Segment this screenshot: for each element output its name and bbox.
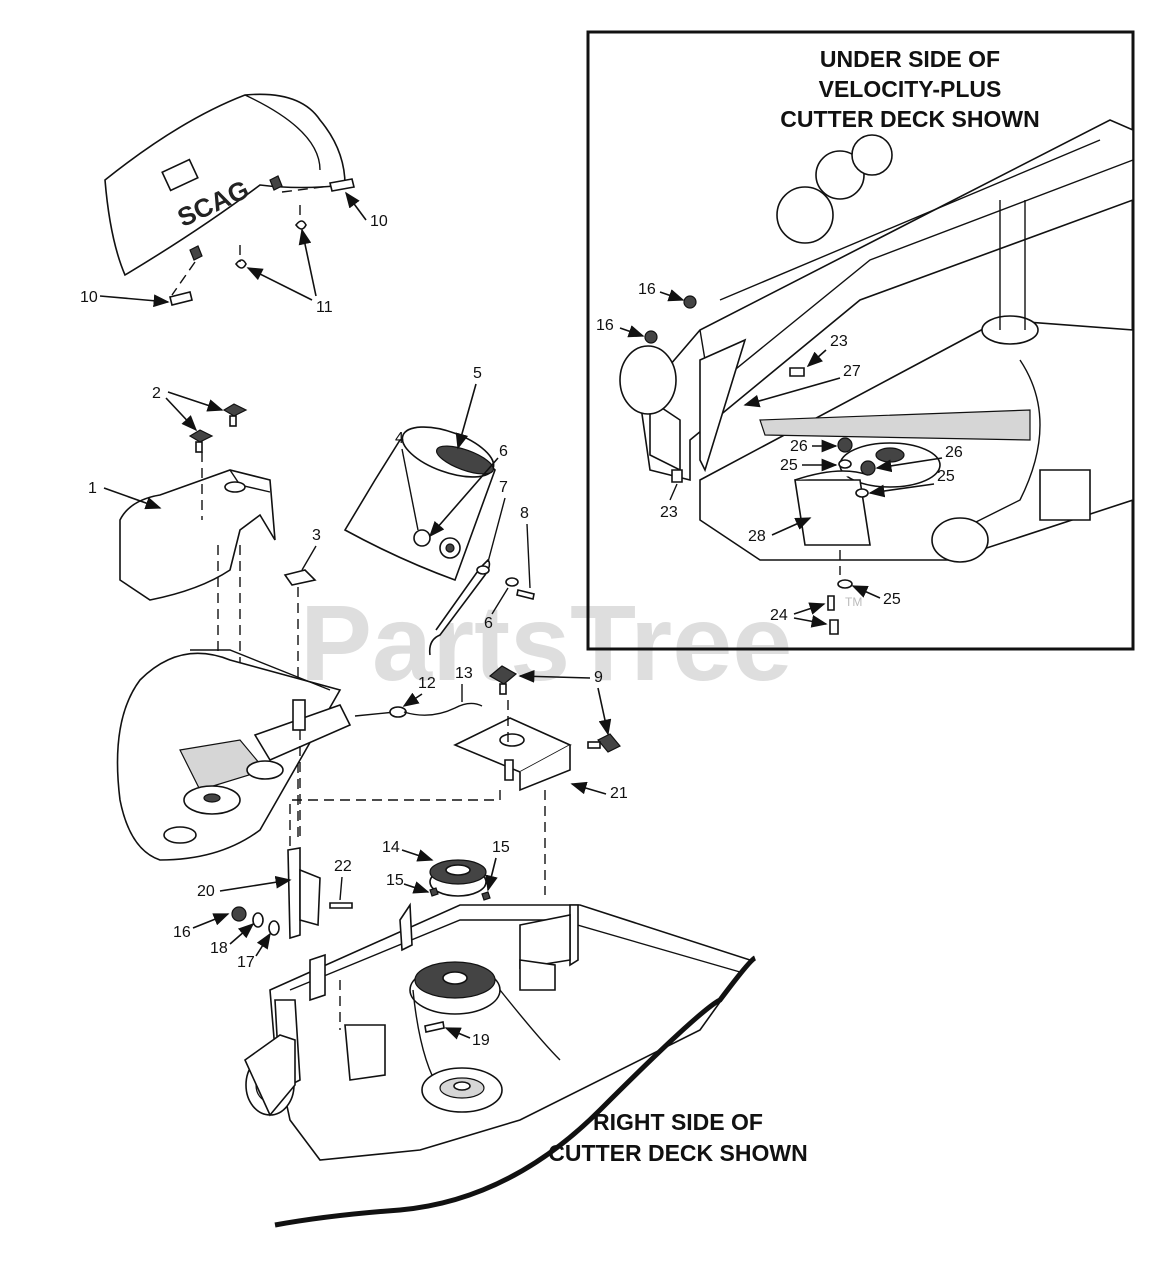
callout-9: 9 [594, 669, 603, 686]
cover-assembly [119, 469, 276, 601]
clip-11a [294, 220, 307, 230]
callout-14: 14 [382, 839, 400, 856]
callout-6: 6 [499, 443, 508, 460]
bolt-19 [424, 1021, 445, 1033]
callout-25: 25 [937, 468, 955, 485]
callout-16: 16 [173, 924, 191, 941]
nut-26a [837, 437, 853, 453]
callout-16: 16 [596, 317, 614, 334]
callout-15: 15 [492, 839, 510, 856]
inset-caption-line-1: UNDER SIDE OF [820, 46, 1000, 72]
main-caption-line-2: CUTTER DECK SHOWN [548, 1140, 807, 1166]
spring-rod-7 [428, 558, 491, 656]
callout-21: 21 [610, 785, 628, 802]
watermark: PartsTree [300, 582, 792, 703]
pin-10b [169, 291, 193, 306]
callout-28: 28 [748, 528, 766, 545]
callout-3: 3 [312, 527, 321, 544]
cable-12 [354, 702, 483, 718]
callout-23: 23 [830, 333, 848, 350]
nut-26b [860, 460, 876, 476]
knob-2a [222, 403, 248, 427]
main-caption-line-1: RIGHT SIDE OF [593, 1109, 763, 1135]
callout-23: 23 [660, 504, 678, 521]
pin-22 [329, 902, 353, 909]
bracket-21 [453, 717, 572, 792]
callout-27: 27 [843, 363, 861, 380]
callout-6: 6 [484, 615, 493, 632]
washer-6 [505, 577, 519, 587]
callout-19: 19 [472, 1032, 490, 1049]
inset-panel: UNDER SIDE OF VELOCITY-PLUS CUTTER DECK … [586, 30, 1135, 651]
nut-16b [644, 330, 658, 344]
decal-label [161, 158, 199, 192]
callout-7: 7 [499, 479, 508, 496]
callout-10: 10 [370, 213, 388, 230]
washer-25a [838, 459, 852, 469]
mulch-chute-5 [343, 426, 496, 582]
washer-17 [268, 920, 280, 936]
callout-10: 10 [80, 289, 98, 306]
bolt-24b [829, 619, 839, 635]
washer-25c [837, 579, 853, 589]
screw-15b [481, 891, 491, 901]
bracket-20 [287, 847, 321, 940]
bolt-8 [516, 589, 535, 600]
callout-2: 2 [152, 385, 161, 402]
callout-17: 17 [237, 954, 255, 971]
screw-15a [429, 887, 439, 897]
nut-16 [231, 906, 247, 922]
callout-20: 20 [197, 883, 215, 900]
washer-18 [252, 912, 264, 928]
callout-26: 26 [790, 438, 808, 455]
knob-9a [488, 665, 518, 695]
callout-22: 22 [334, 858, 352, 875]
trademark-mark: TM [845, 595, 862, 609]
deck-frame-underside [619, 119, 1134, 563]
callout-26: 26 [945, 444, 963, 461]
washer-25b [855, 488, 869, 498]
callout-1: 1 [88, 480, 97, 497]
inset-caption-line-3: CUTTER DECK SHOWN [780, 106, 1039, 132]
cutaway-line [274, 955, 757, 1228]
callout-5: 5 [473, 365, 482, 382]
deck-housing-left [116, 649, 352, 861]
plate-3 [283, 569, 317, 586]
callout-24: 24 [770, 607, 788, 624]
bolt-24a [827, 595, 835, 611]
bolt-23b [671, 469, 683, 483]
baffle-27 [699, 338, 747, 473]
callout-15: 15 [386, 872, 404, 889]
nut-16a [683, 295, 697, 309]
callout-4: 4 [395, 430, 404, 447]
knob-9b [587, 733, 621, 753]
callout-16: 16 [638, 281, 656, 298]
inset-caption-line-2: VELOCITY-PLUS [819, 76, 1002, 102]
callout-18: 18 [210, 940, 228, 957]
clip-11b [234, 259, 247, 269]
cutter-deck-right [243, 902, 752, 1161]
callout-13: 13 [455, 665, 473, 682]
callout-12: 12 [418, 675, 436, 692]
knob-2b [188, 429, 214, 453]
callout-11: 11 [316, 299, 333, 316]
callout-25: 25 [883, 591, 901, 608]
bolt-23a [789, 367, 805, 377]
pulley-14 [429, 859, 487, 897]
discharge-deflector: SCAG [104, 93, 355, 306]
callout-25: 25 [780, 457, 798, 474]
pin-10a [329, 178, 355, 192]
callout-8: 8 [520, 505, 529, 522]
